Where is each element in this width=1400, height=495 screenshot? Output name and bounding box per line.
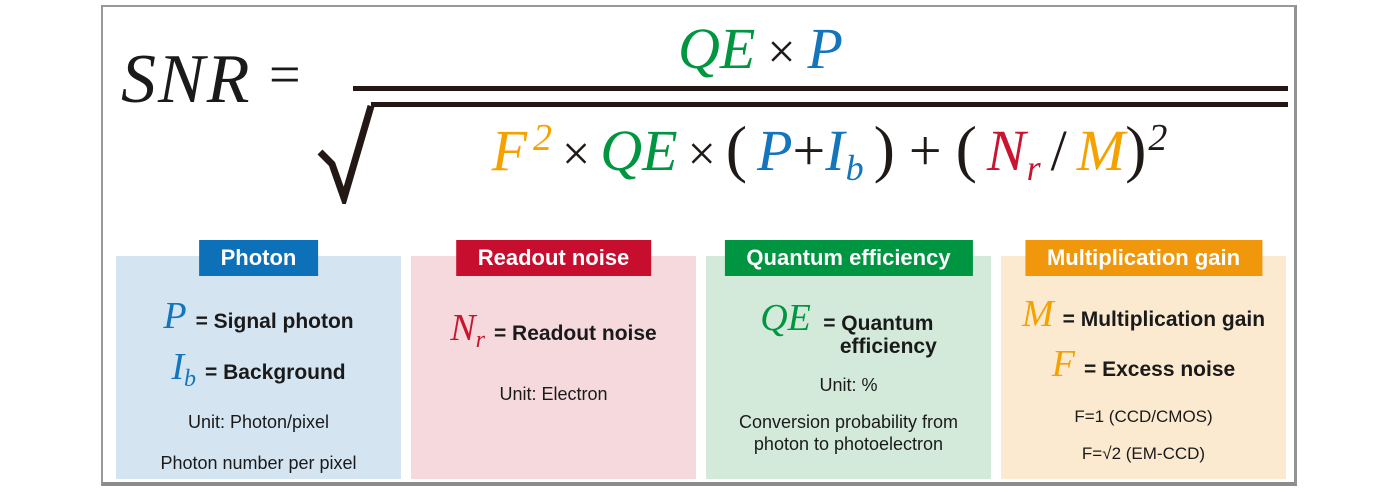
numerator-qe: QE [678,16,756,81]
sqrt-overbar [371,102,1288,107]
legend-card-photon: Photon P = Signal photon Ib = Background… [116,240,401,479]
unit-note: Unit: Photon/pixel [187,411,330,432]
card-title-quantum-efficiency: Quantum efficiency [724,240,973,276]
n-subscript: r [1026,148,1041,188]
symbol-qe: QE [760,297,811,339]
denominator-m: M [1076,118,1126,183]
symbol-ib: Ib [171,345,197,392]
denominator-p: P [757,118,793,183]
numerator-p: P [807,16,843,81]
fraction-bar [353,86,1288,91]
description-note: Conversion probability from photon to ph… [738,411,959,455]
f-exponent: 2 [533,117,553,159]
denominator-qe: QE [600,118,678,183]
f-value-note-ccd: F=1 (CCD/CMOS) [1074,406,1213,426]
card-body-multiplication-gain: M = Multiplication gain F = Excess noise… [1001,256,1286,479]
legend-card-multiplication-gain: Multiplication gain M = Multiplication g… [1001,240,1286,479]
definition-text: = Readout noise [493,322,657,345]
equals-sign: = [269,44,301,106]
legend-entry: F = Excess noise [1001,342,1286,386]
symbol-nr: Nr [450,307,485,353]
paren-close-1: ) [873,113,895,184]
symbol-f: F [1051,342,1076,385]
paren-open-1: ( [725,113,748,184]
definition-text: = Excess noise [1084,357,1236,381]
card-body-photon: P = Signal photon Ib = Background Unit: … [116,256,401,479]
symbol-m: M [1021,293,1054,335]
legend-entry: P = Signal photon [116,295,401,338]
radical-sign-icon [317,105,375,204]
plus-sign: + [908,118,942,183]
definition-text: = Signal photon [195,310,354,333]
legend-card-readout-noise: Readout noise Nr = Readout noise Unit: E… [411,240,696,479]
plus-sign-inner: + [792,118,826,183]
card-title-multiplication-gain: Multiplication gain [1024,240,1263,276]
divide-slash: / [1050,118,1067,183]
outer-exponent: 2 [1148,117,1168,159]
legend-entry: M = Multiplication gain [1001,293,1286,336]
denominator-i: I [825,118,845,183]
legend-entry: Nr = Readout noise [411,307,696,353]
f-value-note-emccd: F=√2 (EM-CCD) [1081,443,1206,463]
unit-note: Unit: % [819,375,878,396]
paren-open-2: ( [955,113,977,184]
formula-lhs: SNR [121,41,252,118]
denominator-f: F [491,118,528,183]
card-body-readout-noise: Nr = Readout noise Unit: Electron [411,256,696,479]
i-subscript: b [845,148,864,188]
unit-note: Unit: Electron [499,383,608,404]
card-title-photon: Photon [198,240,319,276]
numerator-times-sign: × [767,23,796,79]
legend-row: Photon P = Signal photon Ib = Background… [116,240,1286,479]
card-title-readout-noise: Readout noise [455,240,652,276]
paren-close-2: ) [1125,113,1147,184]
times-sign-2: × [687,125,716,181]
symbol-p: P [163,295,187,337]
description-note: Photon number per pixel [160,453,357,474]
denominator-n: N [986,118,1026,183]
definition-text: = Background [205,360,346,384]
times-sign-1: × [562,125,591,181]
formula-numerator: QE×P [353,11,1288,86]
legend-entry: Ib = Background [116,345,401,392]
definition-text: = Multiplication gain [1062,308,1266,331]
